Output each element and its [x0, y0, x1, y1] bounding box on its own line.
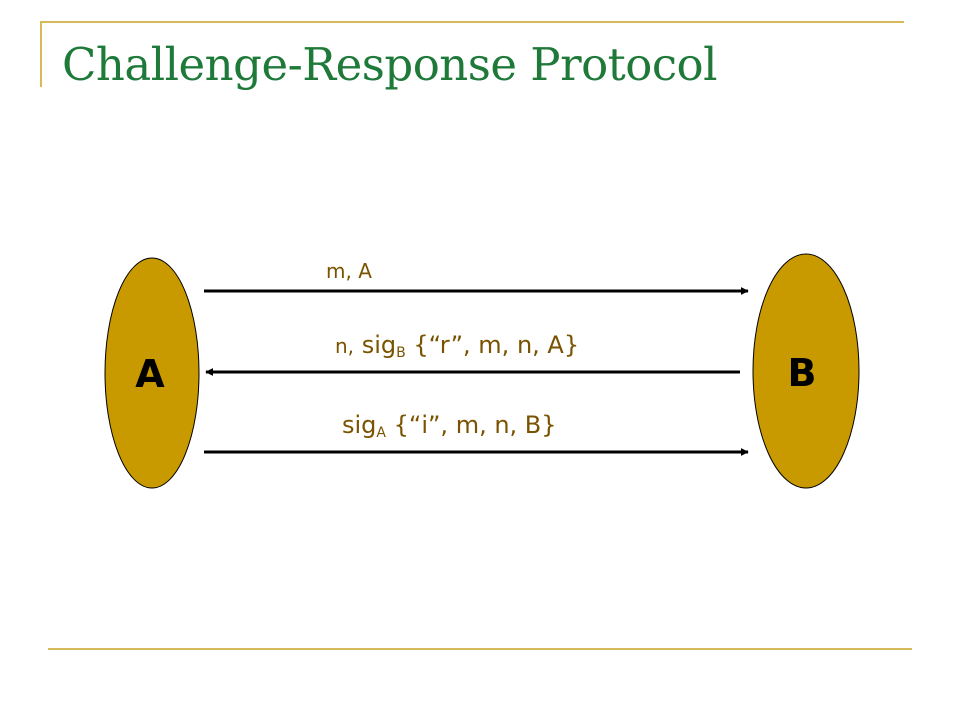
- message-2-prefix: n,: [335, 334, 355, 358]
- message-1-label: m, A: [326, 259, 372, 283]
- participant-a-node: [104, 257, 200, 489]
- message-3-label: sigA {“i”, m, n, B}: [342, 411, 557, 441]
- bottom-rule: [48, 648, 912, 650]
- top-rule: [40, 21, 904, 23]
- message-3-body: {“i”, m, n, B}: [393, 411, 557, 439]
- message-2-sig: sig: [361, 331, 397, 359]
- left-rule: [40, 21, 42, 87]
- message-3-sig: sig: [342, 411, 377, 439]
- participant-b: B: [752, 253, 860, 489]
- message-2-label: n, sigB {“r”, m, n, A}: [335, 331, 580, 361]
- message-2-body: {“r”, m, n, A}: [413, 331, 580, 359]
- participant-a: A: [104, 257, 200, 489]
- participant-a-label: A: [135, 352, 165, 396]
- message-3-sig-subscript: A: [376, 425, 386, 441]
- participant-b-node: [752, 253, 860, 489]
- message-2-sig-subscript: B: [396, 345, 406, 361]
- participant-b-label: B: [788, 351, 817, 395]
- slide-title: Challenge-Response Protocol: [62, 38, 718, 91]
